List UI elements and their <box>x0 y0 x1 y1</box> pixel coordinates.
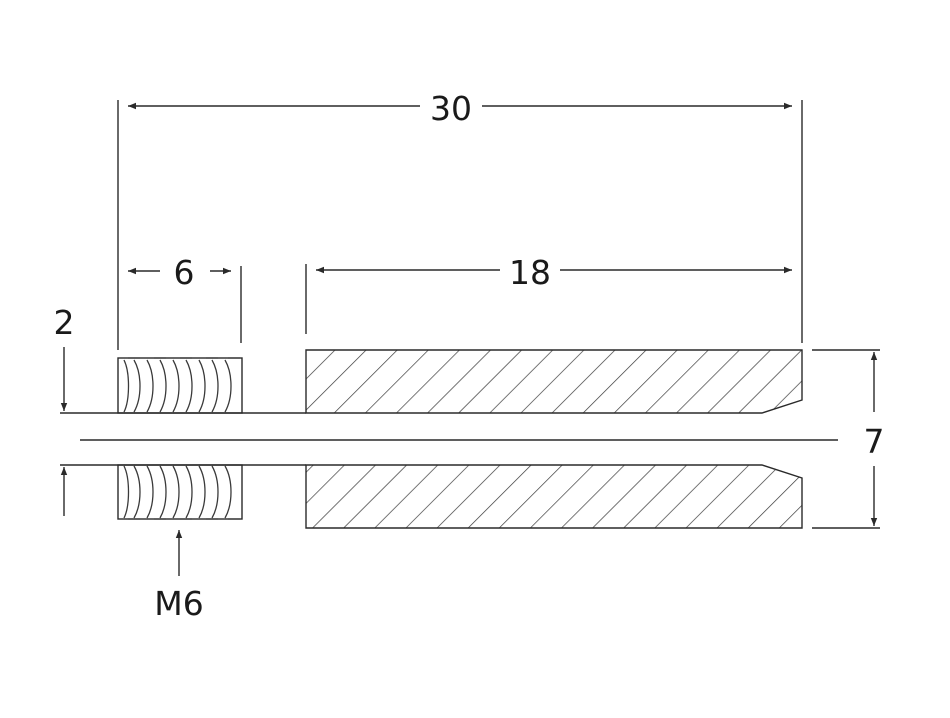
body-lower-half <box>305 464 803 529</box>
body-upper-half <box>305 349 803 414</box>
body-length-label: 18 <box>509 253 551 292</box>
neck-section <box>242 412 306 466</box>
thread-crests-lower <box>123 465 240 520</box>
outer-diameter-label: 7 <box>864 422 885 461</box>
overall-length-label: 30 <box>430 89 472 128</box>
thread-callout: M6 <box>154 530 204 623</box>
dimension-outer-diameter: 7 <box>812 349 885 529</box>
bore-lines <box>60 412 838 466</box>
thread-length-label: 6 <box>174 253 195 292</box>
dimension-overall-length: 30 <box>117 89 803 350</box>
dimension-bore-diameter: 2 <box>54 303 75 516</box>
threaded-section <box>117 357 243 520</box>
bore-diameter-label: 2 <box>54 303 75 342</box>
thread-crests-upper <box>123 357 240 413</box>
thread-spec-label: M6 <box>154 584 203 623</box>
main-body-section <box>305 349 803 529</box>
dimension-thread-length: 6 <box>128 253 242 343</box>
dimension-body-length: 18 <box>305 253 792 334</box>
